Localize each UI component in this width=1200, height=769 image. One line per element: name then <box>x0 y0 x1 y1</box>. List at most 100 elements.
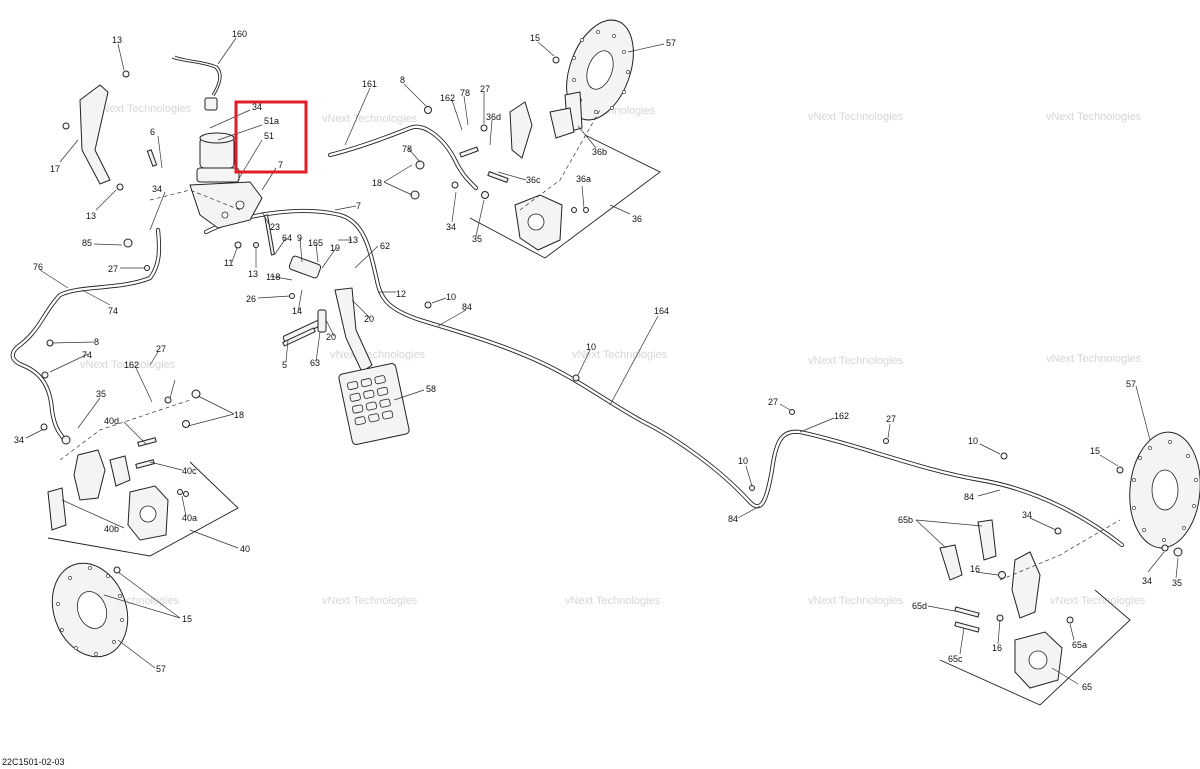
watermark: vNext Technologies <box>330 349 426 361</box>
part-label: 7 <box>356 201 361 211</box>
part-label: 35 <box>96 389 106 399</box>
part-label: 51 <box>264 131 274 141</box>
part-label: 8 <box>94 337 99 347</box>
brake-pedal <box>282 255 410 445</box>
part-label: 34 <box>1142 576 1152 586</box>
part-label: 36b <box>592 147 607 157</box>
part-label: 20 <box>326 332 336 342</box>
part-label: 27 <box>768 397 778 407</box>
part-label: 40c <box>182 466 197 476</box>
part-label: 63 <box>310 358 320 368</box>
part-label: 15 <box>1090 446 1100 456</box>
part-label: 5 <box>282 360 287 370</box>
brake-calipers <box>47 91 1063 689</box>
brake-disc-front-right <box>566 19 634 121</box>
part-label: 7 <box>278 160 283 170</box>
part-label: 13 <box>348 235 358 245</box>
brake-disc-front-left <box>51 562 129 658</box>
part-label: 51a <box>264 116 279 126</box>
watermark: vNext Technologies <box>808 355 904 367</box>
callout-labels: 160 13 34 51a 51 7 6 17 13 34 85 27 76 7… <box>14 29 1182 692</box>
part-label: 35 <box>472 234 482 244</box>
part-label: 36a <box>576 174 591 184</box>
part-label: 14 <box>292 306 302 316</box>
part-label: 23 <box>270 222 280 232</box>
group-outlines <box>47 109 1131 706</box>
part-label: 65b <box>898 515 913 525</box>
part-label: 11 <box>224 258 233 268</box>
part-label: 16 <box>970 564 980 574</box>
part-label: 10 <box>446 292 456 302</box>
part-label: 8 <box>400 75 405 85</box>
part-label: 165 <box>308 238 323 248</box>
part-label: 65d <box>912 601 927 611</box>
part-label: 17 <box>50 164 60 174</box>
part-label: 84 <box>462 302 472 312</box>
part-label: 34 <box>14 435 24 445</box>
part-label: 74 <box>82 350 92 360</box>
watermark: vNext Technologies <box>565 595 661 607</box>
part-label: 58 <box>426 384 436 394</box>
part-label: 65c <box>948 654 963 664</box>
left-bracket <box>79 84 111 185</box>
part-label: 13 <box>86 211 96 221</box>
part-label: 36c <box>526 175 541 185</box>
part-label: 36d <box>486 112 501 122</box>
watermark: vNext Technologies <box>808 111 904 123</box>
part-label: 13 <box>248 269 258 279</box>
part-label: 62 <box>380 241 390 251</box>
part-label: 78 <box>402 144 412 154</box>
part-label: 118 <box>266 272 280 282</box>
part-label: 12 <box>396 289 406 299</box>
part-label: 162 <box>124 360 139 370</box>
part-label: 27 <box>886 414 896 424</box>
caliper-rear-right <box>939 519 1063 689</box>
watermark: vNext Technologies <box>1046 111 1142 123</box>
watermark: vNext Technologies <box>1046 353 1142 365</box>
part-label: 84 <box>728 514 738 524</box>
part-label: 6 <box>150 127 155 137</box>
part-label: 85 <box>82 238 92 248</box>
part-label: 34 <box>446 222 456 232</box>
part-label: 162 <box>834 411 849 421</box>
watermark: vNext Technologies <box>96 103 192 115</box>
part-label: 40a <box>182 513 197 523</box>
part-label: 13 <box>112 35 122 45</box>
master-cylinder <box>189 97 263 229</box>
part-label: 34 <box>252 102 262 112</box>
part-label: 10 <box>968 436 978 446</box>
part-label: 20 <box>364 314 374 324</box>
part-label: 18 <box>234 410 244 420</box>
part-label: 57 <box>666 38 676 48</box>
caliper-front-left <box>47 449 169 541</box>
caliper-front-right <box>509 91 583 251</box>
part-label: 57 <box>1126 379 1136 389</box>
watermark: vNext Technologies <box>322 595 418 607</box>
part-label: 19 <box>330 243 340 253</box>
leader-lines <box>25 37 1179 685</box>
watermark: vNext Technologies <box>572 349 668 361</box>
watermark: vNext Technologies <box>322 113 418 125</box>
part-label: 26 <box>246 294 256 304</box>
part-label: 40b <box>104 524 119 534</box>
hardware <box>40 56 1183 633</box>
part-label: 34 <box>152 184 162 194</box>
part-label: 15 <box>182 614 192 624</box>
part-label: 10 <box>738 456 748 466</box>
part-label: 164 <box>654 306 669 316</box>
part-label: 18 <box>372 178 382 188</box>
watermarks: vNext Technologies vNext Technologies vN… <box>80 103 1146 607</box>
part-label: 10 <box>586 342 596 352</box>
brake-discs <box>51 19 1200 658</box>
part-label: 9 <box>297 233 302 243</box>
part-label: 16 <box>992 643 1002 653</box>
part-label: 84 <box>964 492 974 502</box>
brake-lines <box>10 55 1125 548</box>
part-label: 40d <box>104 416 119 426</box>
brake-disc-rear-right <box>1129 431 1200 549</box>
drawing-code: 22C1501-02-03 <box>2 757 65 767</box>
part-label: 27 <box>156 344 166 354</box>
part-label: 74 <box>108 306 118 316</box>
part-label: 34 <box>1022 510 1032 520</box>
